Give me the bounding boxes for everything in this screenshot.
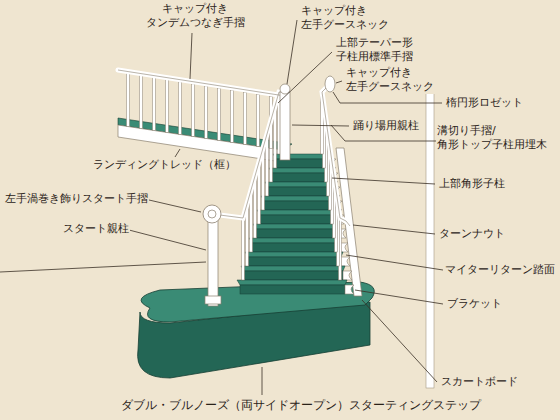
- baluster: [231, 90, 234, 142]
- part-label: マイターリターン踏面: [444, 263, 556, 277]
- part-label: 上部テーパー形 子柱用標準手摺: [335, 36, 437, 64]
- stair-step: [241, 266, 352, 280]
- baluster: [140, 76, 143, 129]
- part-label: スタート親柱: [62, 222, 130, 236]
- part-label: 楕円形ロゼット: [445, 96, 524, 110]
- part-label: 溝切り手摺/ 角形トップ子柱用埋木: [436, 124, 556, 152]
- baluster: [218, 88, 221, 140]
- handrail: [118, 70, 285, 96]
- part-label: 上部角形子柱: [438, 177, 506, 191]
- baluster: [127, 74, 130, 127]
- baluster: [153, 78, 156, 131]
- part-label: ターンナウト: [438, 227, 506, 241]
- part-label: キャップ付き 左手グースネック: [300, 4, 402, 32]
- baluster: [192, 84, 195, 137]
- baluster: [257, 94, 260, 146]
- newel-posts: [203, 76, 335, 306]
- stair-step: [249, 238, 348, 252]
- stair-step: [245, 252, 350, 266]
- handrail: [322, 84, 350, 226]
- baluster: [205, 86, 208, 138]
- baluster: [244, 92, 247, 144]
- handrail: [212, 92, 285, 218]
- part-label: 踊り場用親柱: [352, 119, 420, 133]
- stair-step: [253, 224, 346, 238]
- part-label: キャップ付き タンデムつなぎ手摺: [140, 2, 250, 30]
- part-label: 左手渦巻き飾りスタート手摺: [4, 192, 149, 206]
- wall-edge: [426, 92, 434, 388]
- part-label: キャップ付き 左手グースネック: [345, 66, 447, 94]
- baluster: [242, 218, 245, 280]
- starting-step: [138, 282, 375, 378]
- part-label: スカートボード: [440, 375, 519, 389]
- handrail-edge: [212, 92, 285, 218]
- handrail-edge: [118, 70, 285, 96]
- part-label: ブラケット: [446, 297, 503, 311]
- part-label: ダブル・ブルノーズ（両サイドオープン）スターティングステップ: [120, 398, 482, 412]
- baluster: [179, 82, 182, 135]
- stair-step: [237, 280, 354, 294]
- part-label: ランディングトレッド（框）: [92, 158, 237, 172]
- baluster: [166, 80, 169, 133]
- handrail-edge: [322, 84, 350, 226]
